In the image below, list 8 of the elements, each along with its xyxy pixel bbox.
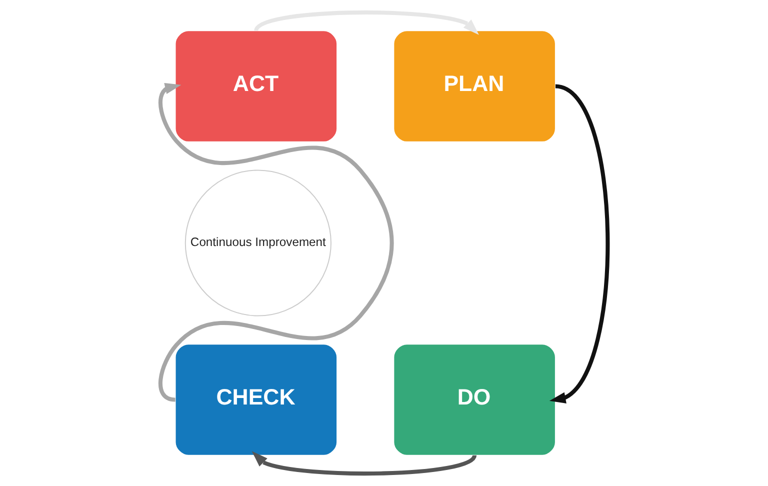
arrow [254,10,479,35]
node-box: ACT [176,31,337,142]
node-circle: Continuous Improvement [184,170,332,316]
node-box: CHECK [176,344,337,455]
node-box: PLAN [394,31,555,142]
arrow [252,451,476,476]
arrow [549,84,610,404]
node-box: DO [394,344,555,455]
